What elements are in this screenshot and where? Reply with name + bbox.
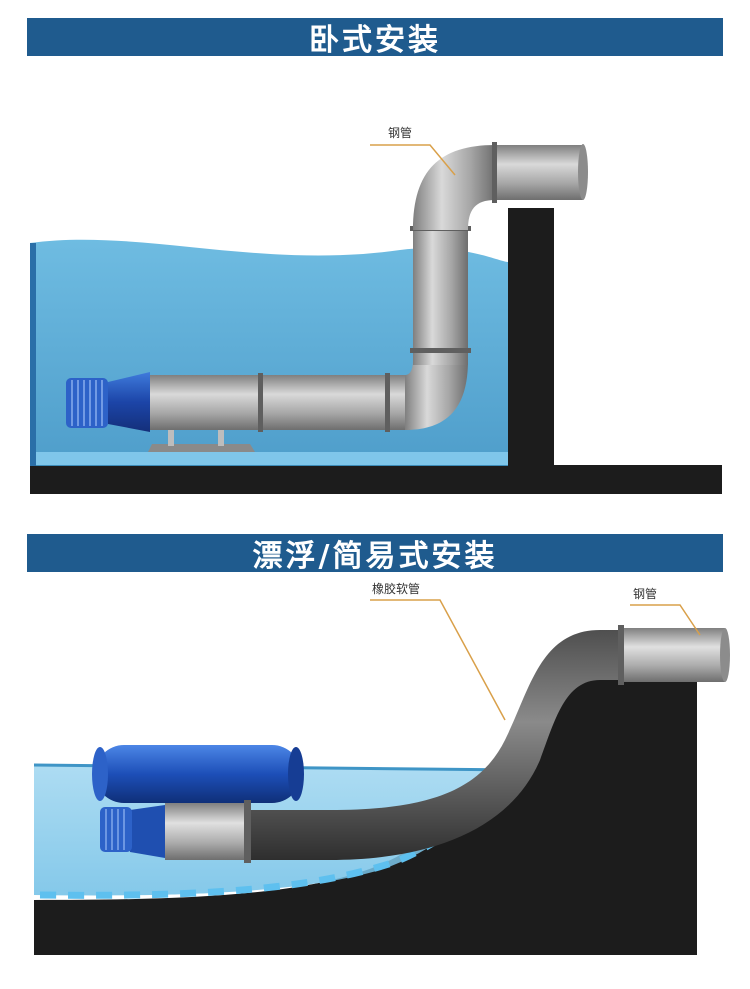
tank-floor <box>36 452 508 465</box>
pipe-elbow-upper <box>413 145 495 230</box>
horizontal-pipe <box>150 375 410 430</box>
pump-intake <box>66 378 108 428</box>
pipe-elbow-lower <box>405 360 468 430</box>
steel-pipe-callout-label: 钢管 <box>388 125 412 140</box>
vertical-pipe <box>413 230 468 365</box>
pump-coupling <box>165 803 250 860</box>
horizontal-installation-diagram: 钢管 <box>30 125 722 494</box>
rubber-hose-callout-label: 橡胶软管 <box>372 582 421 596</box>
outlet-pipe <box>495 145 583 200</box>
water-floor-dashes <box>39 772 518 899</box>
steel-pipe-callout-line <box>370 144 456 176</box>
steel-pipe-callout-label-2: 钢管 <box>633 587 658 601</box>
pump-intake-floating <box>100 807 132 852</box>
section-1-title: 卧式安装 <box>27 18 723 58</box>
pump-motor-floating <box>130 805 165 858</box>
pump-stand <box>148 444 255 452</box>
tank-base <box>30 465 722 494</box>
rubber-hose-callout-line <box>370 599 506 721</box>
water-body-floating <box>34 765 520 896</box>
embankment <box>34 676 697 955</box>
section-2-title: 漂浮/简易式安装 <box>27 534 723 574</box>
float-tank <box>95 745 301 803</box>
outlet-pipe-floating <box>620 628 725 682</box>
pump-motor <box>108 372 150 432</box>
tank-wall <box>508 208 554 466</box>
rubber-hose <box>225 630 625 860</box>
steel-pipe-callout-line-2 <box>630 604 701 636</box>
tank-left-wall <box>30 243 36 466</box>
